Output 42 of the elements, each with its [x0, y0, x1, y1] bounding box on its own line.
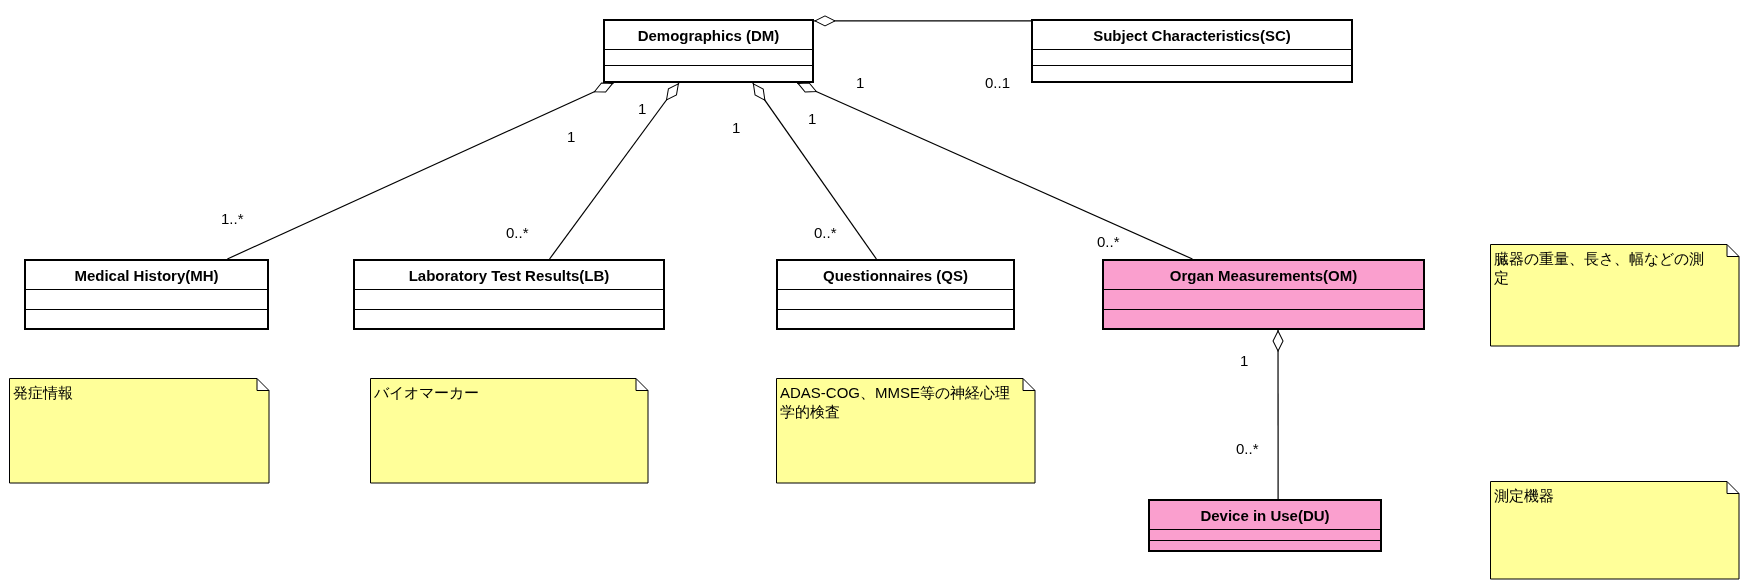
class-box — [1102, 259, 1425, 330]
class-name: Laboratory Test Results(LB) — [408, 267, 610, 284]
note-text: バイオマーカー — [374, 383, 479, 402]
multiplicity-label: 1 — [808, 110, 817, 127]
multiplicity-label: 0..* — [506, 224, 529, 241]
class-name: Device in Use(DU) — [1200, 507, 1330, 524]
multiplicity-label: 1 — [638, 100, 647, 117]
multiplicity-label: 1 — [1240, 352, 1249, 369]
class-box — [603, 19, 814, 83]
note-text: 臓器の重量、長さ、幅などの測定 — [1494, 249, 1705, 287]
note-box — [1490, 244, 1740, 347]
multiplicity-label: 0..* — [1236, 440, 1259, 457]
multiplicity-label: 0..1 — [985, 74, 1011, 91]
note-box — [370, 378, 649, 484]
aggregation-line — [548, 82, 680, 260]
aggregation-line — [752, 82, 877, 260]
note-box — [776, 378, 1036, 484]
aggregation-line — [813, 15, 1032, 27]
multiplicity-label: 1 — [567, 128, 576, 145]
aggregation-line — [1272, 329, 1284, 500]
class-name: Demographics (DM) — [637, 27, 780, 44]
note-text: 発症情報 — [13, 383, 73, 402]
note-text: ADAS-COG、MMSE等の神経心理学的検査 — [780, 383, 1011, 421]
class-box — [1148, 499, 1382, 552]
class-box — [1031, 19, 1353, 83]
multiplicity-label: 1..* — [221, 210, 244, 227]
note-text: 測定機器 — [1494, 486, 1554, 505]
note-box — [1490, 481, 1740, 580]
note-box — [9, 378, 270, 484]
class-name: Questionnaires (QS) — [823, 267, 968, 284]
class-box — [776, 259, 1015, 330]
multiplicity-label: 1 — [732, 119, 741, 136]
class-name: Medical History(MH) — [74, 267, 219, 284]
class-box — [24, 259, 269, 330]
multiplicity-label: 0..* — [814, 224, 837, 241]
aggregation-line — [796, 82, 1194, 260]
class-box — [353, 259, 665, 330]
multiplicity-label: 0..* — [1097, 233, 1120, 250]
multiplicity-label: 1 — [856, 74, 865, 91]
class-name: Subject Characteristics(SC) — [1093, 27, 1291, 44]
aggregation-line — [226, 82, 615, 260]
class-name: Organ Measurements(OM) — [1169, 267, 1358, 284]
